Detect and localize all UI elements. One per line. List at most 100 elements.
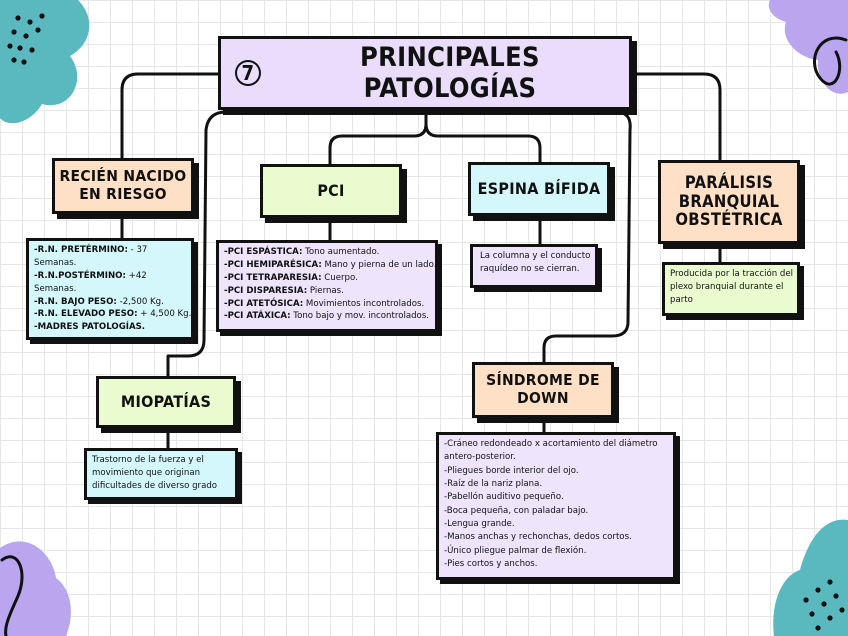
note-line-text: Semanas.: [34, 258, 76, 268]
note-line-label: -PCI DISPARESIA:: [224, 286, 307, 296]
note-line: Semanas.: [34, 257, 186, 270]
note-line-text: -Boca pequeña, con paladar bajo.: [444, 506, 588, 516]
note-line: -R.N. ELEVADO PESO: + 4,500 Kg.: [34, 308, 186, 321]
note-line-text: -Pliegues borde interior del ojo.: [444, 466, 579, 476]
node-espina-bifida: ESPINA BÍFIDA: [468, 162, 610, 216]
connector-recien-nacido: [122, 74, 218, 162]
note-line-text: -Pies cortos y anchos.: [444, 559, 538, 569]
note-line-text: -Manos anchas y rechonchas, dedos cortos…: [444, 532, 632, 542]
note-line: -Boca pequeña, con paladar bajo.: [444, 505, 668, 518]
note-line-label: -PCI TETRAPARESIA:: [224, 273, 322, 283]
note-line-label: -PCI ATETÓSICA:: [224, 299, 303, 309]
main-title-box: 7 PRINCIPALES PATOLOGÍAS: [218, 36, 632, 110]
note-line-label: -PCI ATÁXICA:: [224, 311, 291, 321]
page-title: PRINCIPALES PATOLOGÍAS: [271, 42, 629, 104]
note-line: -Pabellón auditivo pequeño.: [444, 491, 668, 504]
note-line: dificultades de diverso grado: [92, 480, 230, 493]
note-line: -PCI DISPARESIA: Piernas.: [224, 285, 430, 298]
node-down-line-2: DOWN: [517, 390, 569, 408]
note-line-text: Trastorno de la fuerza y el: [92, 455, 204, 465]
note-line-text: Cuerpo.: [322, 273, 358, 283]
note-line-label: -R.N. BAJO PESO:: [34, 297, 117, 307]
node-paralisis: PARÁLISIS BRANQUIAL OBSTÉTRICA: [658, 160, 800, 244]
note-line-label: -MADRES PATOLOGÍAS.: [34, 322, 145, 332]
note-line: -PCI ATÁXICA: Tono bajo y mov. incontrol…: [224, 310, 430, 323]
note-line: parto: [670, 294, 792, 307]
node-pci: PCI: [260, 164, 402, 218]
note-line-text: parto: [670, 295, 693, 305]
note-line: raquídeo no se cierran.: [480, 263, 590, 276]
note-line-text: - 37: [128, 245, 148, 255]
note-line-text: plexo branquial durante el: [670, 282, 783, 292]
note-line: movimiento que originan: [92, 467, 230, 480]
note-line: Trastorno de la fuerza y el: [92, 454, 230, 467]
note-line-text: +42: [126, 271, 147, 281]
node-recien-nacido-line-1: RECIÉN NACIDO: [60, 168, 187, 186]
node-paralisis-line-1: PARÁLISIS: [685, 174, 773, 193]
note-line: -PCI ESPÁSTICA: Tono aumentado.: [224, 246, 430, 259]
note-line: -MADRES PATOLOGÍAS.: [34, 321, 186, 334]
note-line-text: dificultades de diverso grado: [92, 481, 217, 491]
node-miopatias: MIOPATÍAS: [96, 376, 236, 428]
note-espina-bifida: La columna y el conducto raquídeo no se c…: [470, 244, 598, 288]
note-line-text: Producida por la tracción del: [670, 269, 793, 279]
note-line: antero-posterior.: [444, 451, 668, 464]
note-line-text: Tono aumentado.: [302, 247, 379, 257]
note-line: plexo branquial durante el: [670, 281, 792, 294]
title-number-badge: 7: [235, 60, 261, 86]
note-line: Semanas.: [34, 283, 186, 296]
note-line-text: antero-posterior.: [444, 452, 516, 462]
node-espina-bifida-title: ESPINA BÍFIDA: [478, 180, 601, 198]
note-line: -Manos anchas y rechonchas, dedos cortos…: [444, 531, 668, 544]
node-pci-title: PCI: [317, 182, 344, 200]
node-recien-nacido: RECIÉN NACIDO EN RIESGO: [52, 158, 194, 214]
note-line: -PCI HEMIPARÉSICA: Mano y pierna de un l…: [224, 259, 430, 272]
node-paralisis-line-2: BRANQUIAL: [679, 193, 780, 212]
note-line-label: -R.N. ELEVADO PESO:: [34, 309, 138, 319]
note-line-text: movimiento que originan: [92, 468, 200, 478]
note-line: -PCI TETRAPARESIA: Cuerpo.: [224, 272, 430, 285]
note-line-text: raquídeo no se cierran.: [480, 264, 580, 274]
connector-down: [544, 112, 630, 362]
note-line-text: + 4,500 Kg.: [138, 309, 192, 319]
note-line: -Lengua grande.: [444, 518, 668, 531]
note-miopatias: Trastorno de la fuerza y el movimiento qu…: [84, 448, 238, 500]
note-line-text: -Cráneo redondeado x acortamiento del di…: [444, 439, 658, 449]
note-line-label: -PCI HEMIPARÉSICA:: [224, 260, 322, 270]
node-miopatias-title: MIOPATÍAS: [121, 393, 211, 411]
note-line-text: Tono bajo y mov. incontrolados.: [291, 311, 429, 321]
note-line: -Raíz de la nariz plana.: [444, 478, 668, 491]
note-line-label: -R.N.POSTÉRMINO:: [34, 271, 126, 281]
note-line: -Pliegues borde interior del ojo.: [444, 465, 668, 478]
note-line-text: Semanas.: [34, 284, 76, 294]
note-line-text: Piernas.: [307, 286, 344, 296]
note-line-text: -Lengua grande.: [444, 519, 515, 529]
connector-paralisis: [634, 74, 720, 162]
note-pci: -PCI ESPÁSTICA: Tono aumentado.-PCI HEMI…: [216, 240, 438, 332]
note-line: -Único pliegue palmar de flexión.: [444, 545, 668, 558]
note-line-text: -2,500 Kg.: [117, 297, 164, 307]
note-down: -Cráneo redondeado x acortamiento del di…: [436, 432, 676, 580]
note-line-label: -PCI ESPÁSTICA:: [224, 247, 302, 257]
node-down-line-1: SÍNDROME DE: [486, 372, 600, 390]
connector-pci-espina: [330, 110, 540, 166]
note-paralisis: Producida por la tracción del plexo branq…: [662, 262, 800, 316]
note-line-text: -Único pliegue palmar de flexión.: [444, 546, 586, 556]
note-line: -Pies cortos y anchos.: [444, 558, 668, 571]
note-line-text: -Raíz de la nariz plana.: [444, 479, 542, 489]
note-line: -PCI ATETÓSICA: Movimientos incontrolado…: [224, 298, 430, 311]
note-line-label: -R.N. PRETÉRMINO:: [34, 245, 128, 255]
note-line: -R.N. BAJO PESO: -2,500 Kg.: [34, 296, 186, 309]
note-line-text: Movimientos incontrolados.: [303, 299, 424, 309]
node-paralisis-line-3: OBSTÉTRICA: [675, 211, 782, 230]
note-line: Producida por la tracción del: [670, 268, 792, 281]
note-line-text: La columna y el conducto: [480, 251, 590, 261]
note-line-text: Mano y pierna de un lado.: [322, 260, 437, 270]
note-line: -R.N. PRETÉRMINO: - 37: [34, 244, 186, 257]
note-line: -Cráneo redondeado x acortamiento del di…: [444, 438, 668, 451]
note-line: La columna y el conducto: [480, 250, 590, 263]
note-line: -R.N.POSTÉRMINO: +42: [34, 270, 186, 283]
node-recien-nacido-line-2: EN RIESGO: [79, 186, 167, 204]
node-down: SÍNDROME DE DOWN: [472, 362, 614, 418]
note-line-text: -Pabellón auditivo pequeño.: [444, 492, 564, 502]
